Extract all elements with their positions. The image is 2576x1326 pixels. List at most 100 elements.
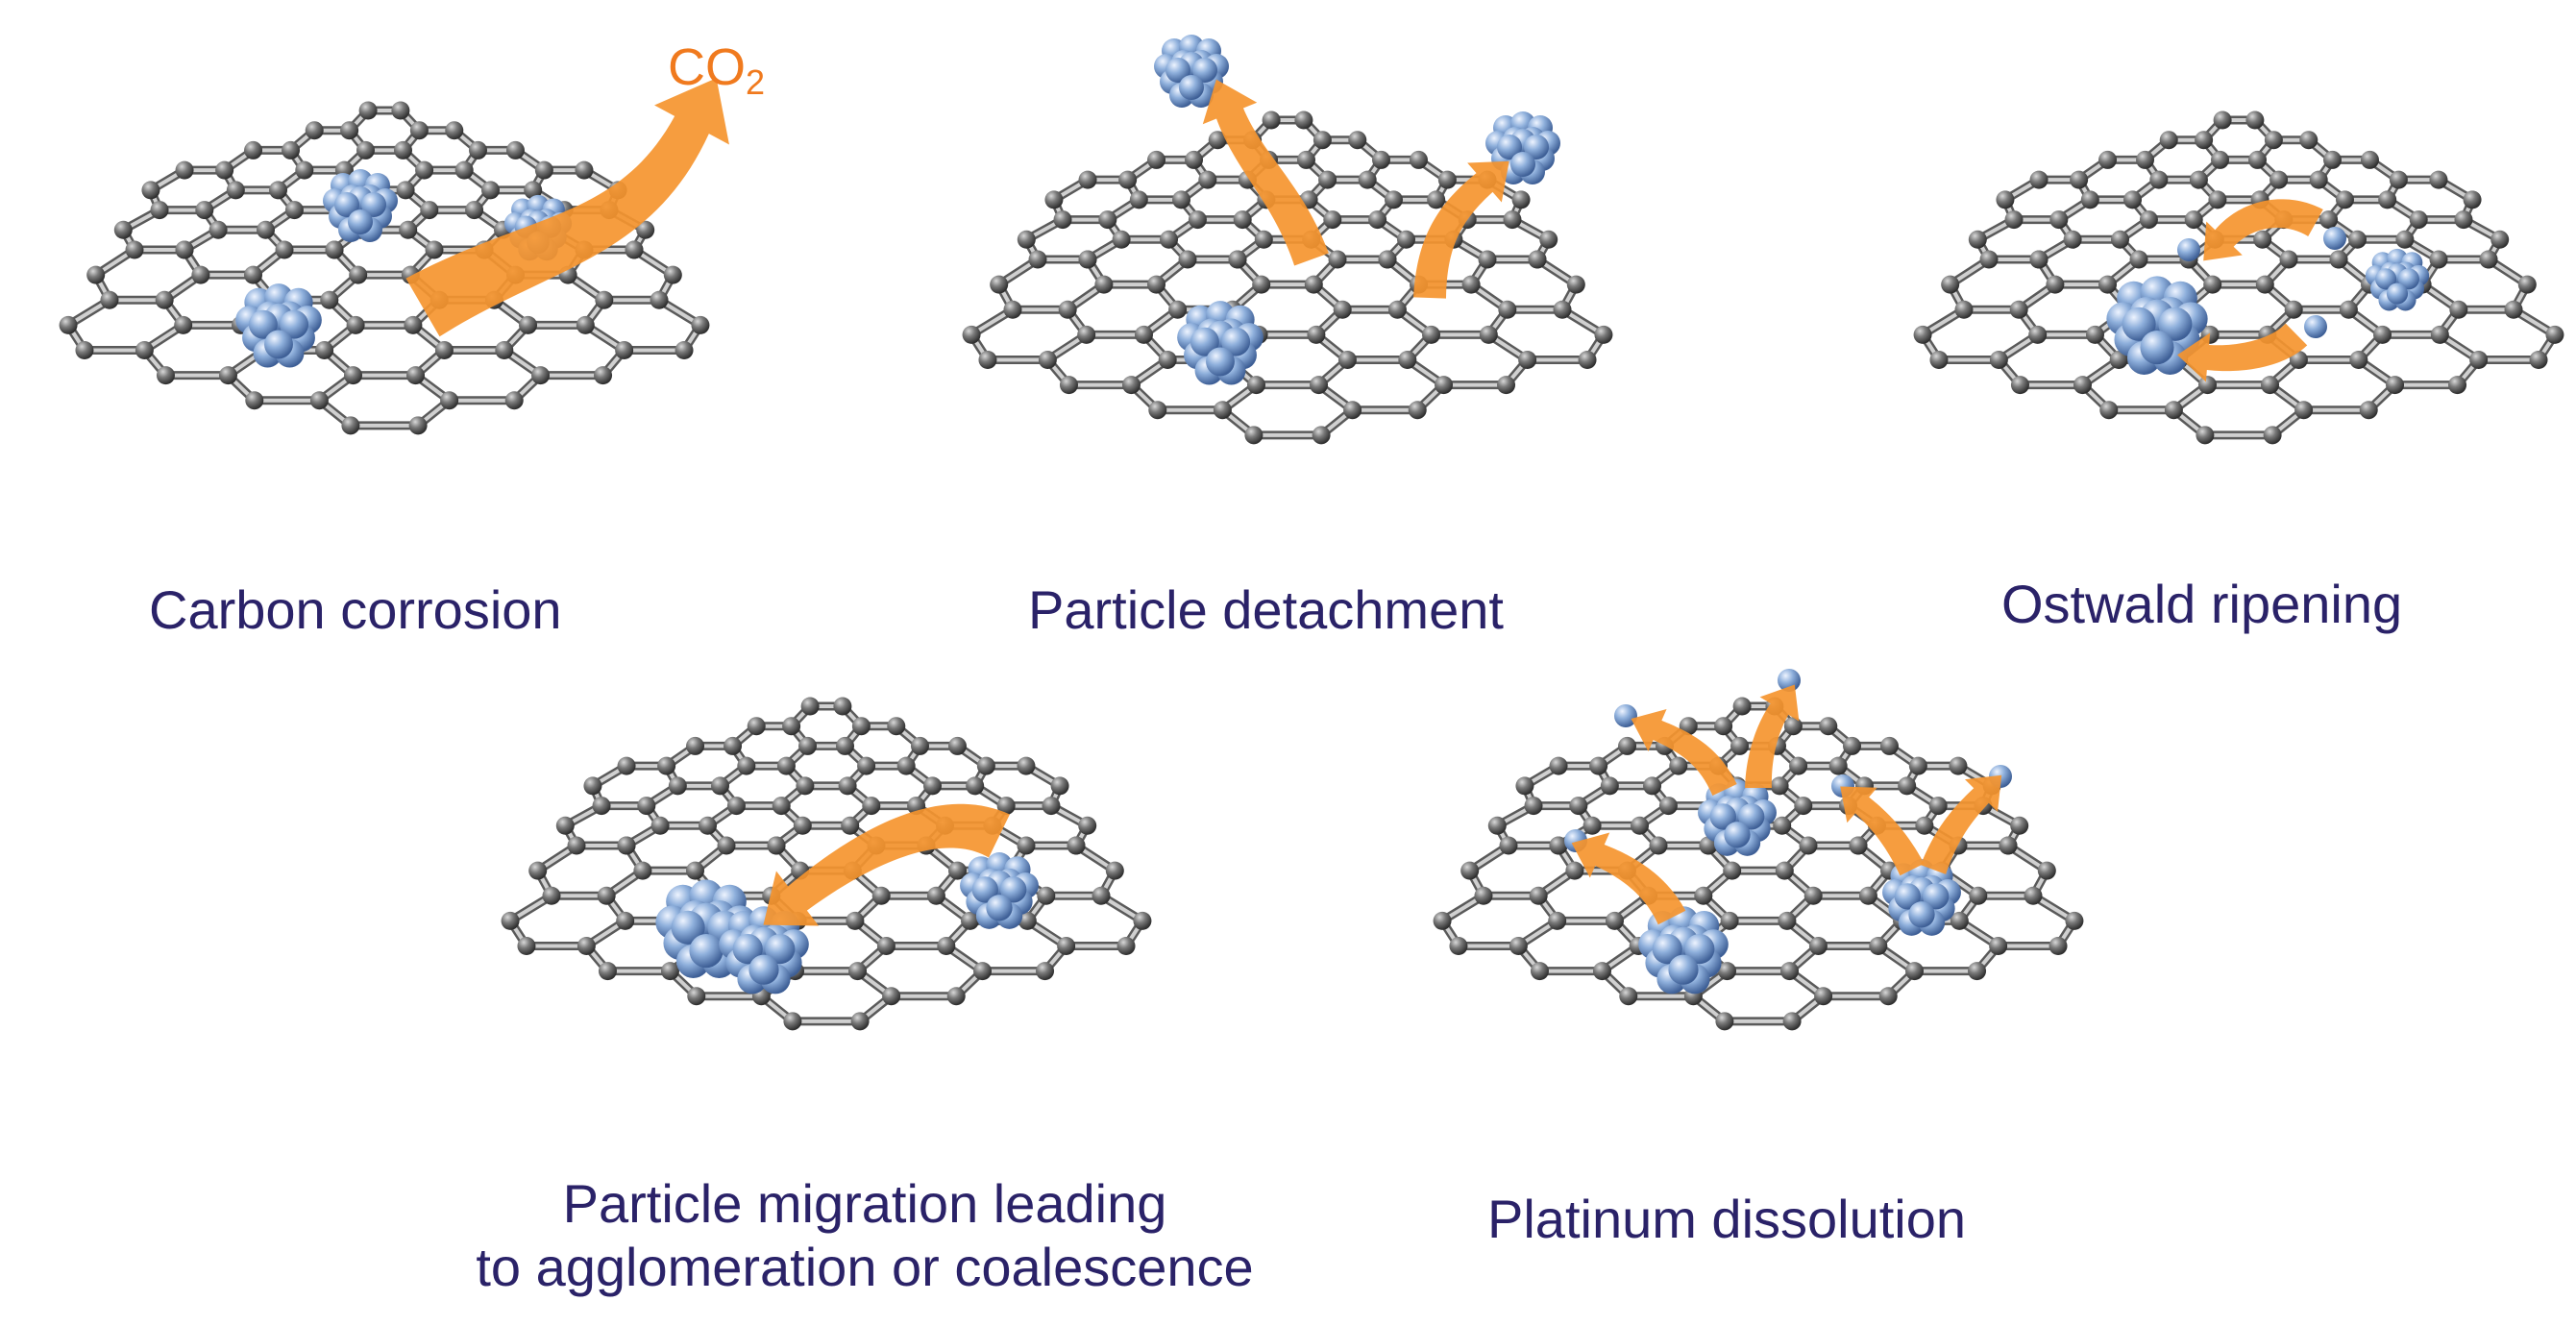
carbon-atom [1515,776,1534,796]
carbon-atom [1775,861,1794,880]
carbon-atom [876,936,895,955]
carbon-atom [1905,962,1925,981]
carbon-atom [75,340,94,359]
carbon-atom [1996,190,2015,209]
carbon-atom [783,1012,802,1031]
carbon-atom [1782,1012,1802,1031]
carbon-atom [409,121,429,140]
carbon-atom [215,160,234,180]
carbon-atom [2184,210,2203,230]
dissolution-arrow-3 [1571,832,1686,925]
carbon-atom [2098,150,2118,169]
carbon-atom [2073,376,2092,395]
carbon-atom [396,181,415,200]
carbon-atom [2454,210,2473,230]
platinum-atom [2375,268,2397,290]
carbon-atom [1312,426,1331,445]
carbon-atom [1530,962,1549,981]
platinum-atom [348,209,373,234]
pt-cluster-small [2365,248,2430,311]
carbon-atom [1358,170,1377,189]
carbon-atom [2279,250,2298,269]
carbon-atom [1723,861,1742,880]
carbon-atom [973,962,993,981]
carbon-atom [1780,962,1800,981]
carbon-atom [2139,210,2158,230]
carbon-atom [340,121,359,140]
carbon-atom [282,140,301,160]
pt-cluster-detached-2 [1485,111,1560,184]
carbon-atom [1133,911,1152,930]
carbon-atom [961,911,980,930]
carbon-atom [519,315,538,334]
carbon-atom [1819,717,1838,736]
carbon-atom [1294,110,1313,130]
carbon-atom [937,936,956,955]
carbon-atom [2010,376,2029,395]
carbon-atom [597,886,616,905]
carbon-atom [1172,190,1191,209]
carbon-atom [2517,275,2537,294]
carbon-atom [1474,886,1493,905]
carbon-atom [862,797,881,816]
carbon-atom [1310,376,1329,395]
carbon-atom [2080,190,2099,209]
carbon-atom [1437,170,1457,189]
carbon-atom [910,736,929,755]
platinum-atom [1709,803,1736,830]
carbon-atom [1147,150,1166,169]
carbon-atom [125,240,144,259]
carbon-atom [575,160,594,180]
carbon-atom [1730,736,1750,755]
carbon-atom [309,391,329,410]
carbon-atom [2029,170,2049,189]
carbon-atom [1398,350,1417,369]
carbon-atom [1053,210,1072,230]
carbon-atom [1814,987,1833,1006]
carbon-atom [2430,325,2449,344]
carbon-atom [2111,230,2130,249]
platinum-atom [1524,135,1549,160]
carbon-atom [2098,275,2117,294]
label-line: Platinum dissolution [1487,1189,1967,1249]
carbon-atom [1649,836,1668,855]
carbon-atom [1717,962,1736,981]
carbon-atom [1794,797,1813,816]
carbon-atom [699,816,718,835]
carbon-atom [598,962,617,981]
carbon-atom [315,340,334,359]
carbon-atom [1589,756,1608,775]
label-particle-detachment: Particle detachment [1028,578,1504,642]
carbon-atom [2529,350,2548,369]
carbon-atom [1121,376,1141,395]
platinum-atom [1190,327,1219,356]
carbon-atom [218,366,237,385]
platinum-atom [1738,803,1765,830]
carbon-atom [686,736,705,755]
carbon-atom [1578,350,1597,369]
carbon-atom [1246,376,1265,395]
carbon-atom [1594,325,1613,344]
carbon-atom [2269,170,2289,189]
carbon-atom [209,220,228,239]
carbon-atom [1118,170,1138,189]
carbon-atom [155,290,174,309]
carbon-atom [767,836,786,855]
carbon-atom [724,736,743,755]
label-line: Ostwald ripening [2001,574,2403,634]
carbon-atom [295,160,314,180]
carbon-atom [1078,170,1097,189]
detachment-arrow-1 [1202,79,1329,266]
carbon-atom [2545,325,2564,344]
carbon-atom [1112,230,1131,249]
carbon-atom [1378,250,1397,269]
carbon-atom [1989,936,2008,955]
carbon-atom [226,181,245,200]
platinum-atom [1908,901,1935,928]
carbon-atom [2136,150,2155,169]
carbon-atom [1979,250,1999,269]
carbon-atom [2329,250,2348,269]
carbon-atom [1213,401,1232,420]
platinum-atom [2158,307,2193,341]
carbon-atom [150,201,169,220]
